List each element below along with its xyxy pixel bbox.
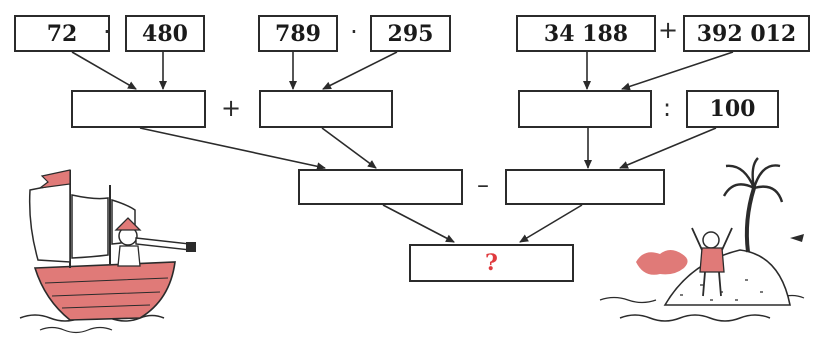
division-sign: : xyxy=(662,94,672,122)
result-box-r3[interactable] xyxy=(518,90,652,128)
arrow-r1-to-s1 xyxy=(139,127,326,171)
number-box-100[interactable]: 100 xyxy=(686,90,779,128)
arrow-s1-to-final xyxy=(382,204,455,243)
arrow-100-to-s2 xyxy=(619,127,717,169)
final-answer-box[interactable]: ? xyxy=(409,244,574,282)
number-box-392012[interactable]: 392 012 xyxy=(683,15,810,52)
arrow-392012-to-r3 xyxy=(621,51,734,91)
plus-sign-top: + xyxy=(658,16,679,44)
pirate-ship-illustration xyxy=(19,169,196,334)
result-box-s2[interactable] xyxy=(505,169,665,205)
result-box-r2[interactable] xyxy=(259,90,393,128)
number-box-789[interactable]: 789 xyxy=(258,15,338,52)
arrow-72-to-r1 xyxy=(71,51,137,90)
result-box-s1[interactable] xyxy=(298,169,463,205)
result-box-r1[interactable] xyxy=(71,90,206,128)
minus-sign: – xyxy=(477,171,489,199)
number-box-34188[interactable]: 34 188 xyxy=(516,15,656,52)
number-box-480[interactable]: 480 xyxy=(125,15,205,52)
arrow-s2-to-final xyxy=(519,204,583,243)
arrow-295-to-r2 xyxy=(322,51,398,90)
number-box-295[interactable]: 295 xyxy=(370,15,451,52)
plus-sign-middle: + xyxy=(221,94,242,122)
castaway-island-illustration xyxy=(599,157,805,322)
arrows-group xyxy=(71,51,734,243)
multiply-sign-1: · xyxy=(103,18,111,46)
arrow-r2-to-s1 xyxy=(321,127,377,169)
number-box-72[interactable]: 72 xyxy=(14,15,110,52)
multiply-sign-2: · xyxy=(350,18,358,46)
